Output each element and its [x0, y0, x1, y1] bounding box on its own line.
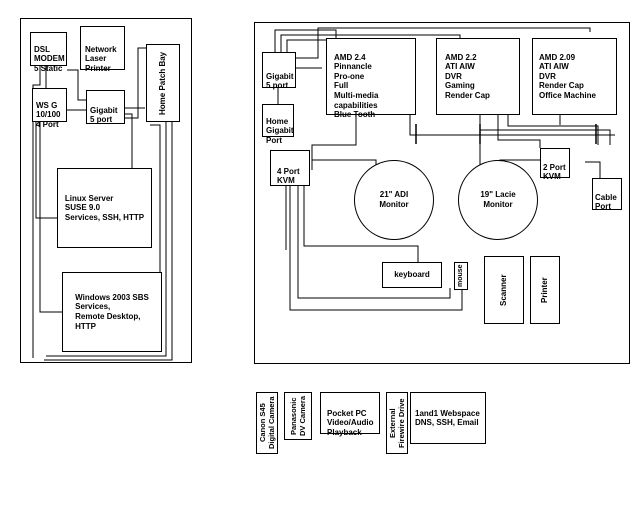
dsl-modem-label: DSL MODEM 5 Static: [34, 44, 65, 73]
home-patch-bay: Home Patch Bay: [146, 44, 180, 122]
kvm-4-label: 4 Port KVM: [277, 166, 300, 186]
network-laser-printer: Network Laser Printer: [80, 26, 125, 73]
wire: [289, 186, 463, 311]
gigabit-right-label: Gigabit 5 port: [266, 71, 294, 91]
gigabit-left-label: Gigabit 5 port: [90, 105, 118, 125]
monitor-21-label: 21" ADI Monitor: [379, 190, 409, 209]
canon-digital-camera: Canon S45 Digital Camera: [256, 392, 278, 454]
amd-209-computer: AMD 2.09 ATI AIW DVR Render Cap Office M…: [532, 38, 617, 115]
router-label: WS G 10/100 4 Port: [36, 100, 61, 129]
cable-port-label: Cable Port: [595, 192, 617, 212]
wire: [297, 186, 451, 299]
wire: [35, 122, 60, 219]
panasonic-label: Panasonic DV Camera: [289, 395, 307, 437]
left-panel-frame: [20, 18, 192, 363]
amd-24-label: AMD 2.4 Pinnancle Pro-one Full Multi-med…: [334, 52, 379, 120]
wire: [311, 115, 357, 170]
wire: [44, 122, 173, 361]
webspace: 1and1 Webspace DNS, SSH, Email: [410, 392, 486, 444]
wire: [280, 34, 461, 52]
gigabit-switch-left: Gigabit 5 port: [86, 90, 125, 124]
linux-server-label: Linux Server SUSE 9.0 Services, SSH, HTT…: [64, 193, 145, 222]
wire: [274, 29, 337, 52]
monitor-19-lacie: 19" Lacie Monitor: [458, 160, 538, 240]
scanner: Scanner: [484, 256, 524, 324]
amd-209-label: AMD 2.09 ATI AIW DVR Render Cap Office M…: [539, 52, 596, 100]
wire: [479, 115, 611, 145]
wire: [507, 115, 599, 145]
kvm-2-label: 2 Port KVM: [543, 162, 566, 182]
kvm-2-port: 2 Port KVM: [540, 148, 570, 181]
wire: [409, 115, 615, 136]
pocket-pc: Pocket PC Video/Audio Playback: [320, 392, 380, 437]
right-panel-frame: [254, 22, 630, 364]
windows-server: Windows 2003 SBS Services, Remote Deskto…: [62, 272, 162, 352]
home-gigabit-label: Home Gigabit Port: [266, 116, 294, 145]
keyboard-label: keyboard: [394, 270, 430, 280]
monitor-19-label: 19" Lacie Monitor: [480, 190, 516, 209]
router: WS G 10/100 4 Port: [32, 88, 67, 129]
wire: [296, 27, 591, 59]
mouse-label: mouse: [456, 264, 464, 288]
dsl-modem: DSL MODEM 5 Static: [30, 32, 67, 73]
patch-bay-label: Home Patch Bay: [158, 51, 168, 115]
wire: [497, 115, 541, 148]
kvm-4-port: 4 Port KVM: [270, 150, 310, 186]
firewire-label: External Firewire Drive: [388, 398, 406, 448]
wire: [39, 122, 62, 313]
wire: [67, 69, 86, 101]
printer: Printer: [530, 256, 560, 324]
wire: [585, 161, 601, 178]
monitor-21-adi: 21" ADI Monitor: [354, 160, 434, 240]
windows-server-label: Windows 2003 SBS Services, Remote Deskto…: [75, 292, 149, 331]
pocket-pc-label: Pocket PC Video/Audio Playback: [327, 408, 374, 437]
wire: [303, 186, 419, 262]
panasonic-dv-camera: Panasonic DV Camera: [284, 392, 312, 440]
network-printer-label: Network Laser Printer: [85, 44, 117, 73]
amd-24-computer: AMD 2.4 Pinnancle Pro-one Full Multi-med…: [326, 38, 416, 119]
canon-label: Canon S45 Digital Camera: [258, 396, 276, 450]
external-firewire-drive: External Firewire Drive: [386, 392, 408, 454]
printer-label: Printer: [540, 277, 550, 303]
mouse: mouse: [454, 262, 468, 290]
wire: [286, 39, 326, 52]
wire: [46, 120, 167, 357]
webspace-label: 1and1 Webspace DNS, SSH, Email: [415, 408, 480, 428]
amd-22-computer: AMD 2.2 ATI AIW DVR Gaming Render Cap: [436, 38, 520, 115]
scanner-label: Scanner: [499, 274, 509, 306]
amd-22-label: AMD 2.2 ATI AIW DVR Gaming Render Cap: [445, 52, 490, 100]
wire: [32, 66, 41, 358]
gigabit-switch-right: Gigabit 5 port: [262, 52, 296, 91]
linux-server: Linux Server SUSE 9.0 Services, SSH, HTT…: [57, 168, 152, 248]
cable-port: Cable Port: [592, 178, 622, 212]
home-gigabit-port: Home Gigabit Port: [262, 104, 294, 145]
keyboard: keyboard: [382, 262, 442, 288]
